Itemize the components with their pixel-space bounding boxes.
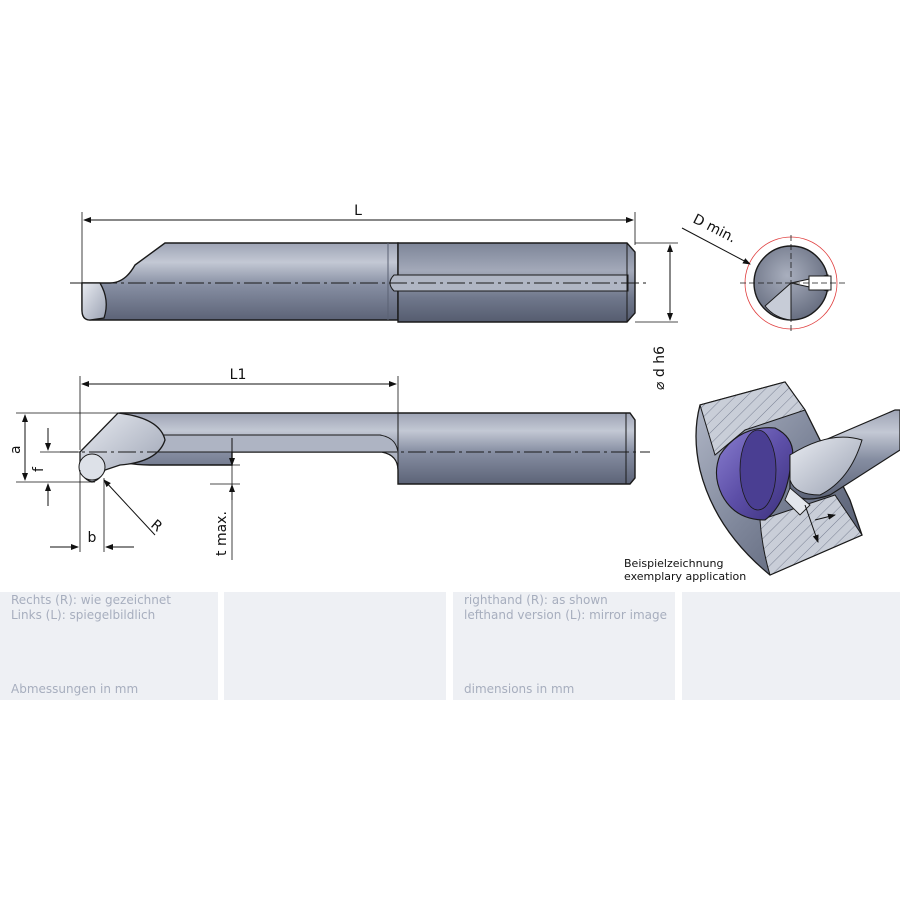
section-hatch-top xyxy=(699,381,806,456)
dimension-R: R xyxy=(103,479,165,536)
cutting-head-top xyxy=(81,282,107,321)
panel-en-info: righthand (R): as shown lefthand version… xyxy=(453,592,675,700)
panel-de-info: Rechts (R): wie gezeichnet Links (L): sp… xyxy=(0,592,218,700)
text-lefthand: lefthand version (L): mirror image xyxy=(464,608,667,622)
label-f: f xyxy=(31,466,47,472)
label-D-min: D min. xyxy=(690,211,738,246)
label-b: b xyxy=(88,530,97,546)
panel-en-empty xyxy=(682,592,900,700)
text-rechts: Rechts (R): wie gezeichnet xyxy=(11,593,171,607)
dimension-t-max: t max. xyxy=(210,438,240,560)
dimension-b: b xyxy=(50,470,134,552)
section-hatch-bottom xyxy=(759,494,863,576)
dimension-d-h6: ⌀ d h6 xyxy=(635,242,678,390)
caption-de: Beispielzeichnung xyxy=(624,557,723,570)
dimension-a-f: a f xyxy=(8,412,120,506)
label-a: a xyxy=(8,445,24,454)
label-d-h6: ⌀ d h6 xyxy=(652,346,668,390)
tool-end-view: D min. xyxy=(681,211,845,332)
text-links: Links (L): spiegelbildlich xyxy=(11,608,156,622)
text-righthand: righthand (R): as shown xyxy=(464,593,608,607)
label-L1: L1 xyxy=(230,367,247,383)
panel-de-empty xyxy=(224,592,446,700)
tool-neck-top xyxy=(81,242,399,321)
label-R: R xyxy=(147,517,165,536)
tool-side-view xyxy=(60,412,650,485)
text-abmessungen: Abmessungen in mm xyxy=(11,682,139,696)
label-t-max: t max. xyxy=(214,511,230,556)
dimension-L: L xyxy=(81,203,636,285)
example-application xyxy=(695,381,900,576)
caption-en: exemplary application xyxy=(624,570,746,583)
label-L: L xyxy=(354,203,362,219)
tool-top-view xyxy=(70,242,650,323)
text-dimensions: dimensions in mm xyxy=(464,682,575,696)
tip-radius xyxy=(78,453,106,481)
dimension-L1: L1 xyxy=(79,367,399,450)
